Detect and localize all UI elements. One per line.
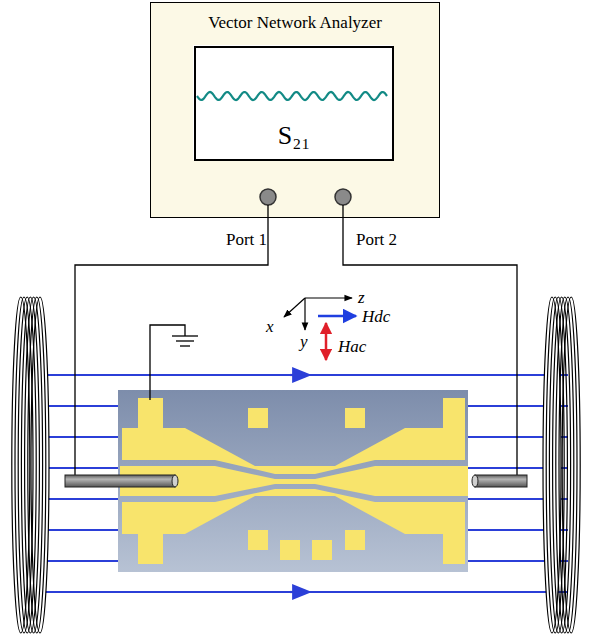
node-label: S₂₁	[278, 121, 311, 151]
screen-box: S₂₁	[194, 46, 394, 161]
port-label: Port 2	[356, 231, 397, 248]
helmholtz-coil	[12, 297, 49, 633]
node-title: Vector Network Analyzer	[208, 13, 382, 33]
cable	[75, 205, 517, 476]
port-connector	[335, 189, 351, 205]
dc-field-arrow	[318, 315, 356, 318]
axis-triad	[284, 298, 352, 330]
port-connector	[260, 189, 276, 205]
waveguide-metal	[120, 398, 468, 564]
signal-trace	[197, 92, 387, 100]
axis-label: y	[300, 333, 308, 350]
port-label: Port 1	[226, 231, 267, 248]
coax-cable	[65, 475, 527, 487]
ac-field-arrow	[325, 323, 328, 360]
field-label: Hac	[338, 338, 366, 355]
field-lines	[40, 375, 568, 592]
analyzer-box: Vector Network AnalyzerS₂₁	[150, 2, 440, 218]
analyzer-screen	[193, 45, 393, 160]
axis-label: z	[358, 289, 365, 306]
field-label: Hdc	[362, 308, 390, 325]
analyzer-housing	[150, 2, 440, 218]
helmholtz-coil	[543, 297, 580, 633]
axis-label: x	[266, 318, 274, 335]
